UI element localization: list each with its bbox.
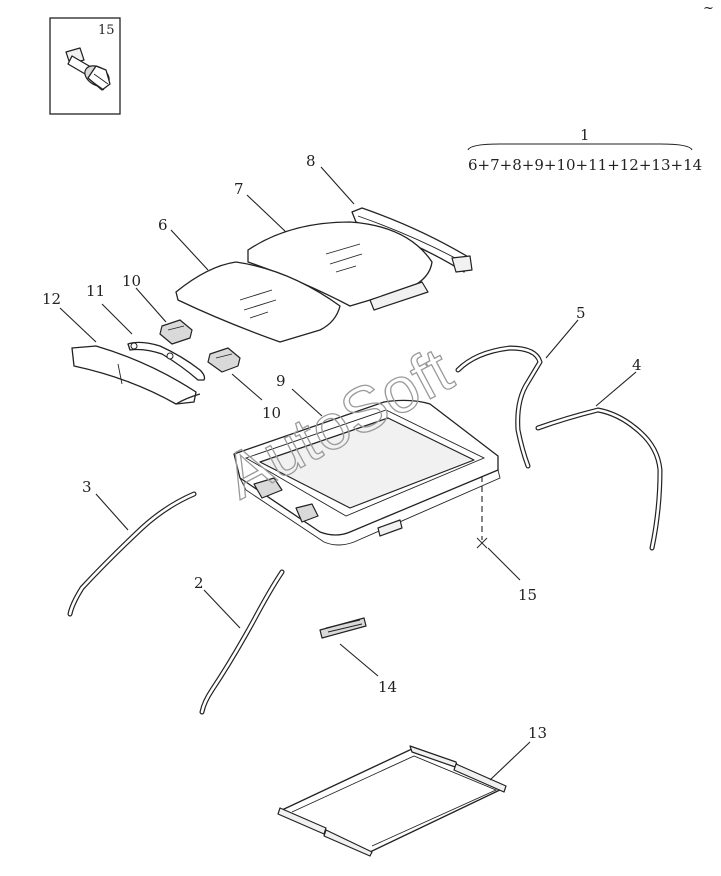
assembly-label: 1: [580, 126, 590, 144]
part-10-bracket-upper: [159, 319, 193, 345]
part-3-drain-hose: [67, 491, 197, 617]
part-11-cable: [127, 341, 206, 381]
screw-location-15: [476, 476, 488, 549]
callout-2: 2: [194, 574, 204, 592]
callout-7: 7: [234, 180, 244, 198]
part-12-deflector: [71, 345, 201, 405]
inset-label: 15: [98, 23, 115, 38]
callout-14: 14: [378, 678, 397, 696]
callout-10-upper: 10: [122, 272, 141, 290]
assembly-composition: 6+7+8+9+10+11+12+13+14: [468, 156, 702, 174]
callout-13: 13: [528, 724, 547, 742]
corner-mark: ~: [703, 1, 714, 16]
callout-12: 12: [42, 290, 61, 308]
callout-9: 9: [276, 372, 286, 390]
part-9-frame: [233, 399, 501, 546]
callout-8: 8: [306, 152, 316, 170]
part-14-strip: [319, 617, 367, 639]
callout-4: 4: [632, 356, 642, 374]
part-10-bracket-lower: [207, 347, 241, 373]
callout-6: 6: [158, 216, 168, 234]
callout-labels: 8 7 6 10 11 12 10 9 5 4 3 2 15 14 13: [42, 152, 642, 742]
part-2-drain-hose: [199, 569, 285, 715]
callout-15: 15: [518, 586, 537, 604]
callout-3: 3: [82, 478, 92, 496]
leader-lines: [59, 166, 637, 781]
callout-10-lower: 10: [262, 404, 281, 422]
part-4-drain-hose: [535, 407, 663, 551]
bolt-icon: [65, 47, 111, 91]
callout-11: 11: [86, 282, 105, 300]
part-5-drain-hose: [455, 345, 543, 469]
assembly-brace: 1 6+7+8+9+10+11+12+13+14: [467, 126, 702, 174]
callout-5: 5: [576, 304, 586, 322]
part-13-sunshade: [277, 745, 507, 857]
inset-bolt-box: 15: [49, 17, 121, 115]
part-6-front-glass: [175, 261, 341, 343]
